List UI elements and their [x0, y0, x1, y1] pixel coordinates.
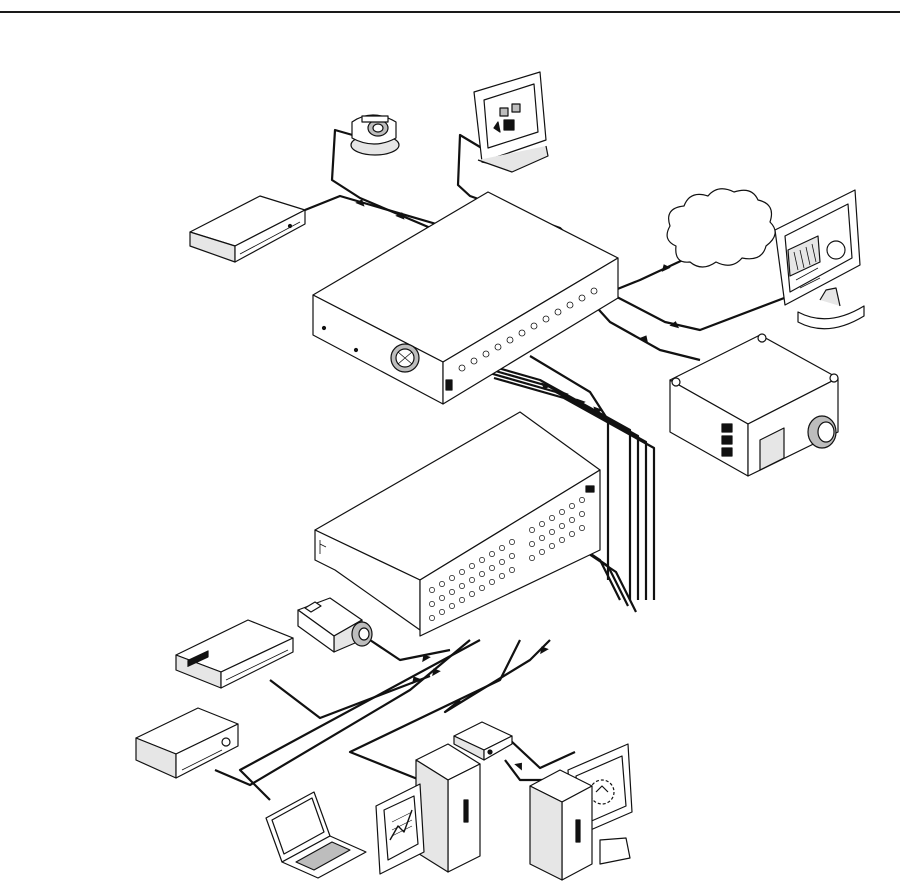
ptz-camera-icon — [351, 115, 399, 155]
cable-projector — [590, 300, 700, 360]
switcher-icon — [313, 192, 618, 404]
projector-icon — [670, 334, 838, 476]
cable-dvd-bottom — [270, 676, 430, 718]
cable-monitor — [615, 292, 800, 330]
cloud-icon — [667, 189, 775, 267]
cable-camcorder — [370, 640, 450, 660]
dvd-player-icon — [176, 620, 293, 688]
matrix-router-icon — [315, 412, 600, 636]
dvd-player-icon — [190, 196, 305, 262]
computer-icon — [376, 744, 480, 874]
laptop-icon — [266, 792, 366, 878]
camcorder-icon — [298, 598, 372, 652]
monitor-icon — [775, 190, 864, 329]
touch-panel-icon — [474, 72, 548, 172]
header-rule — [0, 11, 900, 13]
